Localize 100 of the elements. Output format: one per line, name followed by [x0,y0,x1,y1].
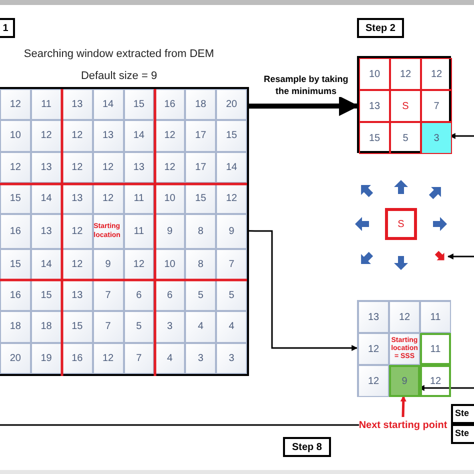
cell-value: 19 [40,352,52,366]
cell-value: 12 [72,129,83,144]
cell-value: 9 [105,258,111,272]
cell-value: 12 [164,129,176,144]
cell-value: 12 [226,192,238,206]
cell-value: 16 [10,289,21,304]
cell-value: 7 [136,352,142,366]
cell-value: 18 [10,320,21,334]
cell-value: 13 [72,289,83,304]
cell-value: 9 [402,374,408,388]
cell-grid [357,56,451,153]
next-point-label: Next starting point [359,417,447,433]
cell-value: 7 [105,289,111,304]
start-square: S [385,208,417,240]
cell-value: 15 [226,129,238,144]
connector-line [0,424,359,426]
cell-value: 12 [164,160,176,175]
cell-value: 15 [10,258,21,272]
cell-value: 11 [430,342,441,356]
cell-value: 12 [72,258,83,272]
cell-value: 15 [368,132,380,146]
cell-value: 12 [72,224,83,239]
cell-value: 12 [40,129,52,144]
cell-value: 13 [133,160,144,175]
cell-value: 6 [167,289,173,304]
arrow [400,395,406,418]
cell-value: 8 [198,224,204,239]
cell-value: 13 [40,160,52,175]
step-box: 1 [0,18,15,38]
cell-value: 15 [195,192,206,206]
cell-value: 13 [102,129,114,144]
cell-value: 16 [72,352,83,366]
cell-value: 12 [72,160,83,175]
cell-value: 11 [134,192,144,206]
cell-value: 18 [195,98,206,112]
cell-value: 12 [10,160,21,175]
cell-value: 4 [228,320,234,334]
cell-value: 7 [434,100,440,114]
cell-value: 15 [10,192,21,206]
step-box: Step 2 [357,18,404,38]
cell-value: 9 [228,224,234,239]
cell-value: 13 [368,100,380,114]
cell-value: 18 [40,320,52,334]
cell-value: 7 [105,320,111,334]
cell-value: 20 [226,98,238,112]
cell-value: 9 [167,224,173,239]
cell-value: 15 [133,98,144,112]
cell-value: 10 [164,258,176,272]
cell-value: 12 [430,374,442,388]
step-box: Ste [451,424,474,444]
cell-value: 17 [195,129,206,144]
cell-value: 10 [10,129,21,144]
cell-value: 17 [195,160,206,175]
cell-value: S [402,100,409,114]
cell-value: 13 [72,98,83,112]
cell-value: 11 [430,310,441,324]
cell-value: 16 [164,98,176,112]
cell-value: 5 [136,320,142,334]
cell-value: 3 [198,352,204,366]
step-box: Ste [451,404,474,424]
cell-value: 7 [228,258,234,272]
cell-value: 12 [430,68,442,82]
cell-value: 13 [40,224,52,239]
cell-value: 11 [41,98,52,112]
window-caption: Searching window extracted from DEM [22,47,216,62]
cell-value: 6 [136,289,142,304]
cell-value: 13 [368,310,380,324]
cell-value: 11 [134,224,144,239]
arrow [249,230,358,351]
cell-value: 14 [133,129,144,144]
cell-value: 8 [198,258,204,272]
cell-value: 12 [102,160,114,175]
cell-value: 14 [102,98,114,112]
cell-value: 14 [40,258,52,272]
cell-value: 4 [167,352,173,366]
cell-value: 5 [402,132,408,146]
arrow [249,96,359,116]
cell-value: 12 [398,310,410,324]
step-box: Step 8 [283,437,331,457]
cell-grid [357,300,451,397]
cell-value: 5 [228,289,234,304]
arrow [447,254,474,260]
cell-value: 4 [198,320,204,334]
cell-value: 14 [40,192,52,206]
cell-value: 12 [102,352,114,366]
cell-value: 12 [368,374,380,388]
cell-value: 12 [400,68,412,82]
cell-value: 14 [226,160,238,175]
cell-value: 5 [198,289,204,304]
cell-value: 10 [164,192,176,206]
cell-value: 20 [10,352,21,366]
cell-value: 13 [72,192,83,206]
cell-value: 15 [40,289,52,304]
cell-value: 12 [10,98,21,112]
cell-value: 15 [72,320,83,334]
cell-value: 12 [133,258,144,272]
cell-value: 3 [228,352,234,366]
cell-value: 12 [102,192,114,206]
cell-value: 10 [368,68,380,82]
cell-value: 12 [368,342,380,356]
